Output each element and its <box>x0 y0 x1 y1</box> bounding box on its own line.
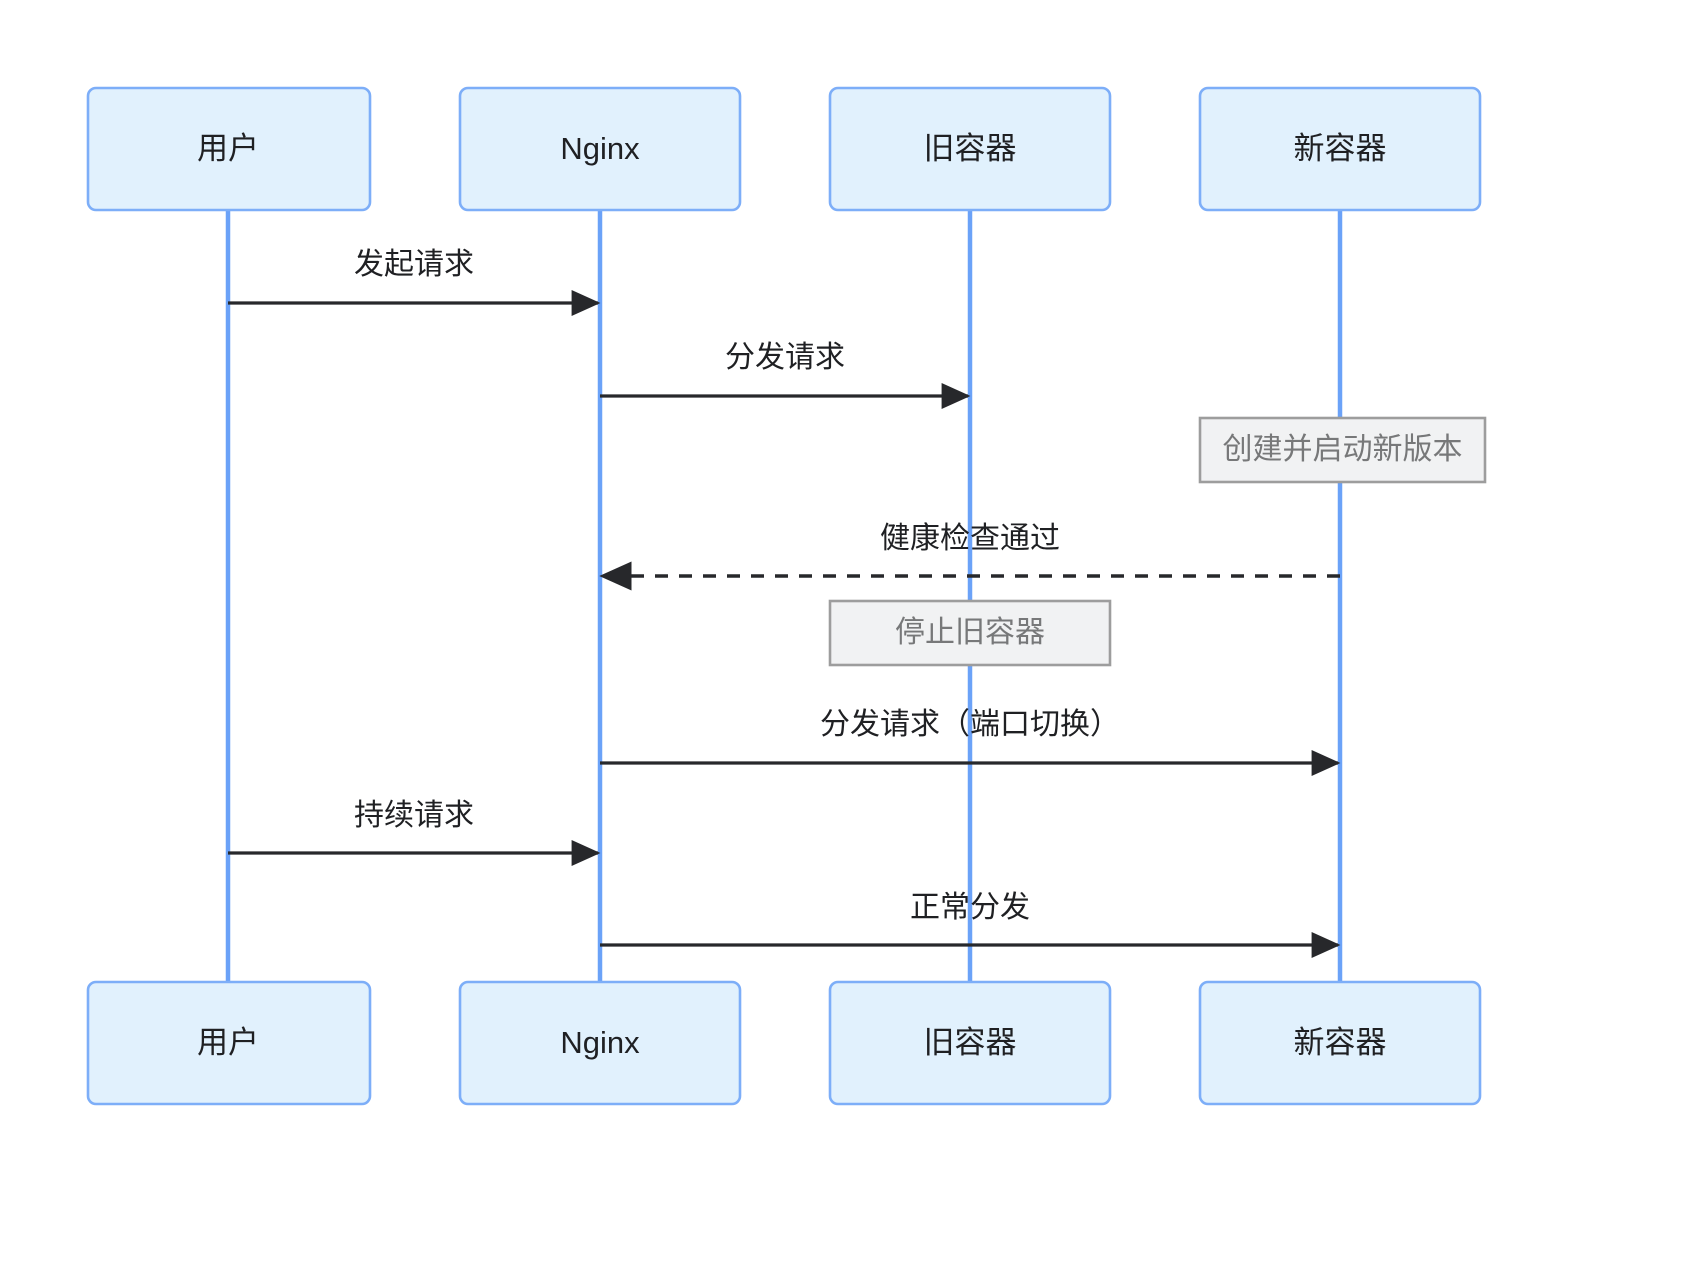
message-m3[interactable]: 健康检查通过 <box>599 522 1340 591</box>
participant-label: 旧容器 <box>924 1025 1017 1060</box>
participant-box <box>458 86 742 212</box>
participant-old_container-top[interactable]: 旧容器 <box>828 86 1112 212</box>
message-label: 发起请求 <box>354 248 474 281</box>
participant-box <box>86 980 372 1106</box>
participant-new_container-bottom[interactable]: 新容器 <box>1198 980 1482 1106</box>
lifelines-layer <box>225 210 1343 982</box>
message-m2[interactable]: 分发请求 <box>600 341 971 409</box>
note-label: 创建并启动新版本 <box>1223 433 1463 466</box>
participant-box <box>1198 980 1482 1106</box>
participant-box <box>1198 86 1482 212</box>
participant-label: Nginx <box>560 131 640 166</box>
participant-box <box>458 980 742 1106</box>
note-n2[interactable]: 停止旧容器 <box>828 599 1112 667</box>
note-box <box>1198 416 1487 484</box>
participant-user-bottom[interactable]: 用户 <box>86 980 372 1106</box>
message-m5[interactable]: 持续请求 <box>228 799 601 866</box>
participant-label: 用户 <box>197 1025 259 1060</box>
participant-box <box>828 980 1112 1106</box>
message-label: 正常分发 <box>910 891 1030 924</box>
participant-new_container-top[interactable]: 新容器 <box>1198 86 1482 212</box>
message-label: 健康检查通过 <box>880 522 1060 555</box>
participant-nginx-bottom[interactable]: Nginx <box>458 980 742 1106</box>
note-label: 停止旧容器 <box>895 616 1045 649</box>
participant-nginx-top[interactable]: Nginx <box>458 86 742 212</box>
participant-label: 新容器 <box>1294 1025 1387 1060</box>
participant-box <box>86 86 372 212</box>
message-m4[interactable]: 分发请求（端口切换） <box>600 708 1341 776</box>
participant-label: 用户 <box>197 131 259 166</box>
participant-box <box>828 86 1112 212</box>
message-m6[interactable]: 正常分发 <box>600 891 1341 958</box>
note-box <box>828 599 1112 667</box>
message-label: 分发请求（端口切换） <box>820 708 1120 741</box>
participant-label: 新容器 <box>1294 131 1387 166</box>
message-label: 持续请求 <box>354 799 474 832</box>
note-n1[interactable]: 创建并启动新版本 <box>1198 416 1487 484</box>
participant-label: 旧容器 <box>924 131 1017 166</box>
message-m1[interactable]: 发起请求 <box>228 248 601 316</box>
participant-old_container-bottom[interactable]: 旧容器 <box>828 980 1112 1106</box>
participant-label: Nginx <box>560 1025 640 1060</box>
participant-user-top[interactable]: 用户 <box>86 86 372 212</box>
message-label: 分发请求 <box>725 341 845 374</box>
